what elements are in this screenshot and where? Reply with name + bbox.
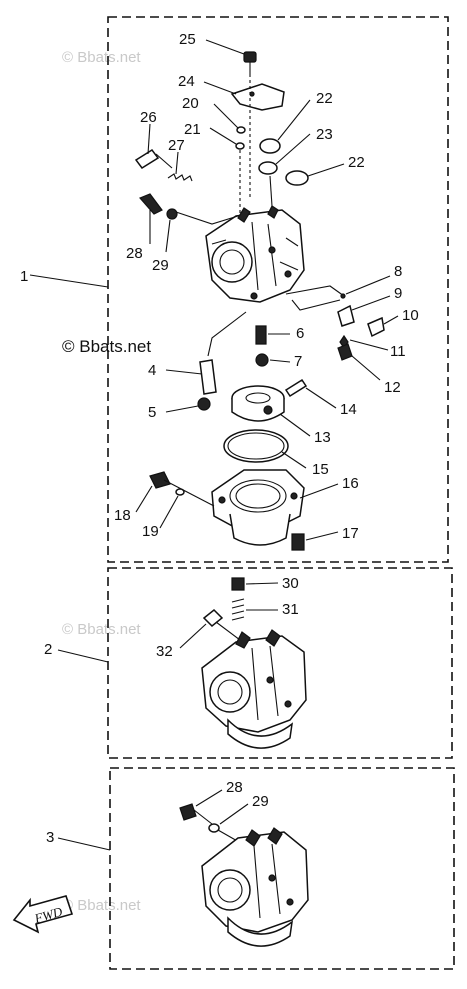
assembly-line: [193, 809, 213, 825]
part-float-13: [231, 385, 285, 422]
callout-6: 6: [296, 325, 304, 342]
callout-7: 7: [294, 353, 302, 370]
callout-10: 10: [402, 307, 419, 324]
part-screw-12: [337, 343, 353, 361]
callout-32: 32: [156, 643, 173, 660]
part-washer-19: [175, 488, 185, 496]
callout-8: 8: [394, 263, 402, 280]
callout-26: 26: [140, 109, 157, 126]
part-jet-7: [255, 353, 269, 367]
watermark: © Bbats.net: [62, 49, 141, 66]
part-nozzle-4: [199, 359, 217, 395]
carburetor-body-2: [201, 629, 307, 749]
callout-29: 29: [152, 257, 169, 274]
callout-20: 20: [182, 95, 199, 112]
callout-29: 29: [252, 793, 269, 810]
callout-15: 15: [312, 461, 329, 478]
part-screw-26: [134, 148, 173, 170]
part-screw-28: [138, 193, 163, 215]
part-plate-24: [230, 83, 285, 111]
callout-22: 22: [316, 90, 333, 107]
assembly-frame-3: [109, 767, 455, 970]
callout-23: 23: [316, 126, 333, 143]
callout-3: 3: [46, 829, 54, 846]
part-pin-14: [284, 378, 308, 398]
callout-4: 4: [148, 362, 156, 379]
callout-leaders-3: [195, 789, 249, 825]
assembly-line: [215, 621, 241, 641]
assembly-line: [207, 311, 247, 357]
part-screw-32: [202, 608, 224, 628]
callout-31: 31: [282, 601, 299, 618]
assembly-line: [163, 479, 215, 507]
part-needle-9: [337, 304, 355, 327]
part-o-ring-22: [259, 138, 281, 154]
part-screw-25: [243, 51, 257, 74]
callout-24: 24: [178, 73, 195, 90]
part-small-ring-21: [235, 142, 245, 150]
part-screw-18: [149, 471, 171, 489]
part-screw-28b: [179, 803, 197, 821]
part-washer-29b: [208, 823, 220, 833]
leader-line: [57, 837, 111, 851]
callout-16: 16: [342, 475, 359, 492]
carburetor-body-3: [201, 827, 309, 947]
callout-18: 18: [114, 507, 131, 524]
fwd-arrow-icon: FWD: [12, 895, 74, 934]
assembly-line: [175, 211, 239, 225]
callout-14: 14: [340, 401, 357, 418]
callout-leaders-2: [179, 582, 279, 649]
callout-19: 19: [142, 523, 159, 540]
callout-1: 1: [20, 268, 28, 285]
part-gasket-15-inner: [227, 432, 285, 460]
assembly-line: [269, 175, 273, 207]
watermark: © Bbats.net: [62, 621, 141, 638]
part-plug-5: [197, 397, 211, 411]
part-jet-6: [255, 325, 267, 345]
callout-2: 2: [44, 641, 52, 658]
callout-22: 22: [348, 154, 365, 171]
part-spring-31: [231, 598, 245, 621]
callout-11: 11: [390, 343, 406, 360]
assembly-frame-2: [107, 567, 453, 759]
assembly-line: [285, 285, 345, 311]
part-screw-30: [231, 577, 245, 591]
callout-28: 28: [126, 245, 143, 262]
part-pin-10: [367, 316, 385, 338]
leader-line: [29, 274, 109, 288]
watermark: © Bbats.net: [62, 337, 151, 356]
callout-25: 25: [179, 31, 196, 48]
part-o-ring-23: [258, 161, 278, 175]
callout-30: 30: [282, 575, 299, 592]
callout-leaders-1: [135, 39, 399, 541]
part-clip-8: [340, 293, 346, 299]
part-o-ring-22b: [285, 170, 309, 186]
callout-9: 9: [394, 285, 402, 302]
part-washer-29: [166, 208, 178, 220]
part-float-bowl-16: [211, 469, 305, 546]
part-spring-27: [167, 173, 193, 182]
callout-12: 12: [384, 379, 401, 396]
callout-28: 28: [226, 779, 243, 796]
part-screw-17: [291, 533, 305, 551]
callout-17: 17: [342, 525, 359, 542]
watermark: © Bbats.net: [62, 897, 141, 914]
leader-line: [57, 649, 109, 663]
callout-21: 21: [184, 121, 201, 138]
carburetor-body-1: [205, 205, 305, 303]
callout-27: 27: [168, 137, 185, 154]
callout-5: 5: [148, 404, 156, 421]
callout-13: 13: [314, 429, 331, 446]
part-small-ring-20: [236, 126, 246, 134]
assembly-frame-1: [107, 16, 449, 563]
part-gasket-15: [223, 429, 289, 463]
